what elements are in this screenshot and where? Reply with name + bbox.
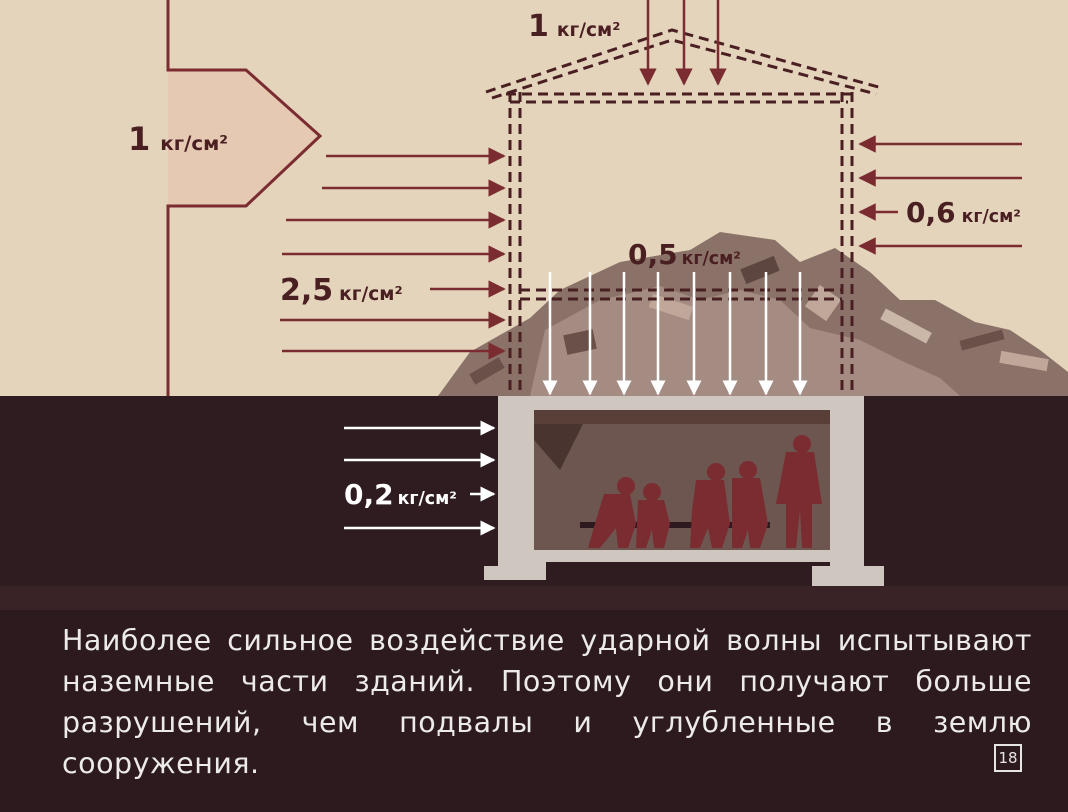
person-4 [732, 461, 768, 548]
frame-number-badge: 18 [994, 744, 1022, 772]
back-wall-pressure-arrows [858, 135, 1022, 255]
front-wall-pressure-arrows [280, 147, 506, 360]
ground-base-band [0, 586, 1068, 610]
sheltering-people [588, 435, 822, 548]
shelter-left-wall [484, 396, 546, 580]
person-3 [690, 463, 730, 548]
shelter-ceiling-slab [522, 396, 836, 410]
person-1 [588, 477, 636, 548]
basement-pressure-arrows [344, 420, 496, 536]
caption-text: Наиболее сильное воздействие ударной вол… [62, 624, 1032, 780]
roof-pressure-arrows [639, 0, 727, 86]
big-shock-wave-arrow [166, 0, 323, 396]
shock-wave-diagram: 1кг/см² 1кг/см² 2,5кг/см² 0,6кг/см² 0,5к… [0, 0, 1068, 610]
bench [580, 522, 770, 528]
house-outline [485, 28, 883, 396]
basement-shelter [484, 396, 884, 586]
person-5 [776, 435, 822, 548]
person-2 [636, 483, 670, 548]
shelter-right-wall [812, 396, 884, 586]
shelter-floor-slab [522, 550, 836, 562]
floor-pressure-arrows [542, 272, 808, 396]
